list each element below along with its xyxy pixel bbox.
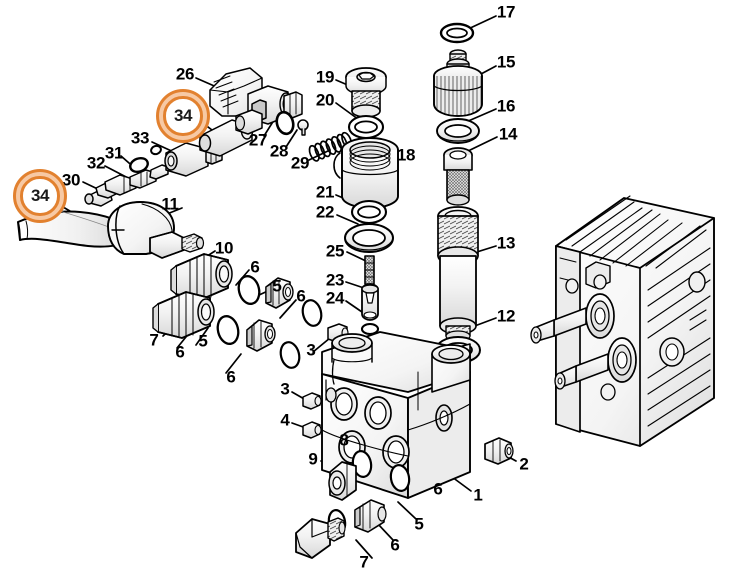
- callout-number-31: 31: [104, 143, 124, 163]
- callout-number-13: 13: [496, 233, 516, 253]
- callout-number-24: 24: [325, 288, 345, 308]
- callout-number-7: 7: [359, 552, 369, 569]
- callout-number-33: 33: [130, 128, 150, 148]
- callout-number-6: 6: [296, 286, 306, 306]
- callout-number-6: 6: [250, 257, 260, 277]
- callout-number-27: 27: [248, 130, 268, 150]
- callout-number-4: 4: [280, 410, 290, 430]
- callout-number-2: 2: [519, 454, 529, 474]
- highlight-number: 34: [174, 105, 192, 125]
- callout-number-15: 15: [496, 52, 516, 72]
- callout-number-3: 3: [306, 340, 316, 360]
- callout-number-25: 25: [325, 241, 345, 261]
- callout-number-5: 5: [198, 331, 208, 351]
- callout-number-6: 6: [390, 535, 400, 555]
- callout-number-6: 6: [175, 342, 185, 362]
- callout-number-32: 32: [86, 153, 106, 173]
- callout-number-12: 12: [496, 306, 516, 326]
- callout-number-11: 11: [161, 194, 179, 214]
- callout-number-29: 29: [290, 153, 310, 173]
- callout-number-17: 17: [496, 2, 516, 22]
- callout-number-10: 10: [214, 238, 234, 258]
- callout-number-3: 3: [280, 379, 290, 399]
- callout-number-28: 28: [269, 141, 289, 161]
- highlight-core: 34: [163, 96, 203, 136]
- callout-number-7: 7: [149, 330, 159, 350]
- callout-number-19: 19: [315, 67, 335, 87]
- highlight-34-left[interactable]: 34: [13, 169, 67, 223]
- callout-number-22: 22: [315, 202, 335, 222]
- callout-number-5: 5: [272, 276, 282, 296]
- callout-number-18: 18: [396, 145, 416, 165]
- callout-number-26: 26: [175, 64, 195, 84]
- callout-number-16: 16: [496, 96, 516, 116]
- callout-number-1: 1: [473, 485, 483, 505]
- callout-number-23: 23: [325, 270, 345, 290]
- callout-number-5: 5: [414, 514, 424, 534]
- callout-number-14: 14: [498, 124, 518, 144]
- callout-number-21: 21: [315, 182, 335, 202]
- callout-number-9: 9: [308, 449, 318, 469]
- callout-number-20: 20: [315, 90, 335, 110]
- highlight-core: 34: [20, 176, 60, 216]
- callout-number-6: 6: [226, 367, 236, 387]
- callout-number-8: 8: [339, 430, 349, 450]
- callout-number-6: 6: [433, 479, 443, 499]
- highlight-34-right[interactable]: 34: [156, 89, 210, 143]
- callout-number-30: 30: [61, 170, 81, 190]
- highlight-number: 34: [31, 185, 49, 205]
